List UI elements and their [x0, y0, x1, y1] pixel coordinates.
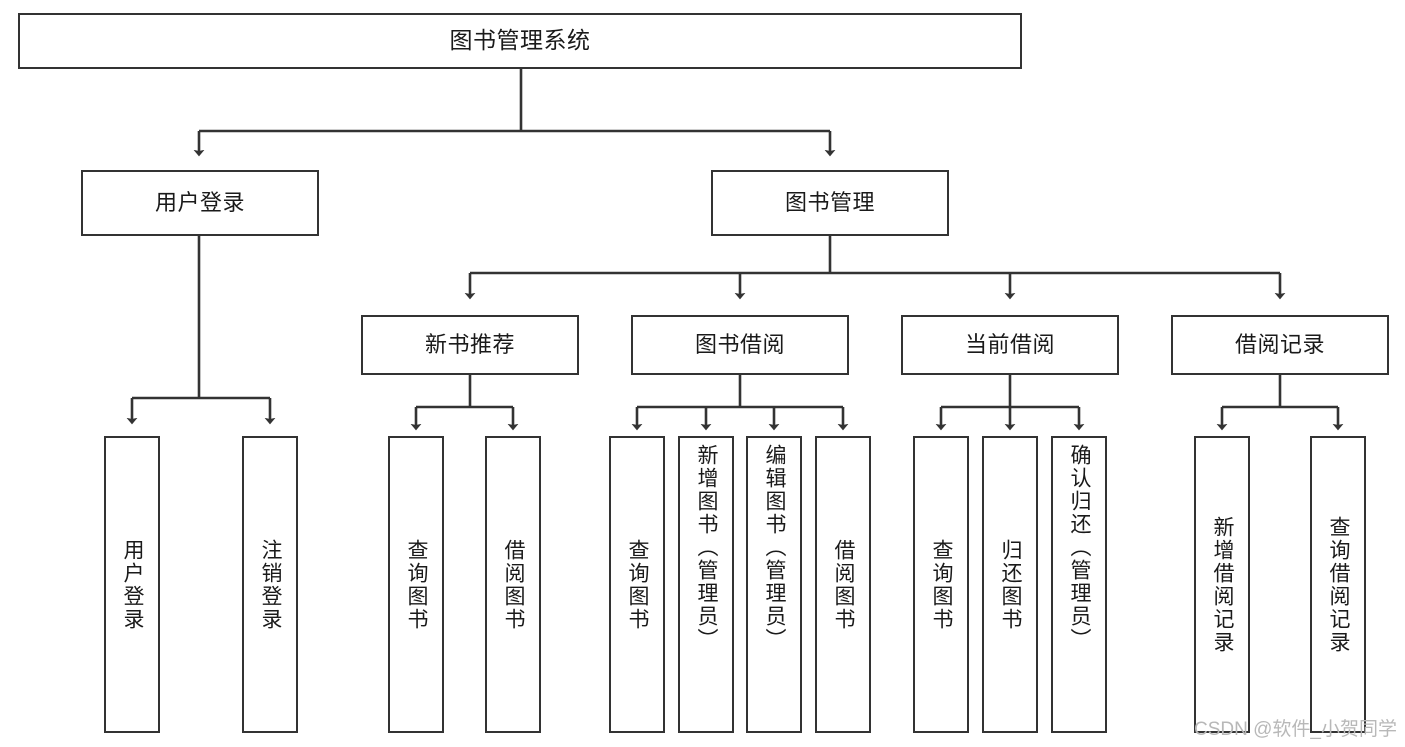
node-root-book-management-system[interactable]: 图书管理系统: [18, 13, 1022, 69]
node-label: 借阅记录: [1234, 332, 1325, 358]
node-label: 新书推荐: [424, 332, 515, 358]
leaf-borrow-record-add-record[interactable]: 新增借阅记录: [1194, 436, 1250, 733]
node-label: 借阅图书: [832, 538, 856, 631]
leaf-new-book-query-books[interactable]: 查询图书: [388, 436, 444, 733]
leaf-book-borrow-add-book-admin[interactable]: 新增图书（管理员）: [678, 436, 734, 733]
node-label: 当前借阅: [964, 332, 1055, 358]
leaf-user-login-login[interactable]: 用户登录: [104, 436, 160, 733]
node-label: 图书借阅: [694, 332, 785, 358]
node-label: 查询图书: [405, 538, 429, 631]
node-label: 注销登录: [259, 538, 283, 631]
leaf-current-borrow-query-books[interactable]: 查询图书: [913, 436, 969, 733]
node-label: 用户登录: [121, 538, 145, 631]
leaf-book-borrow-query-books[interactable]: 查询图书: [609, 436, 665, 733]
node-label: 归还图书: [999, 538, 1023, 631]
node-label: 查询图书: [626, 538, 650, 631]
node-label: 确认归还（管理员）: [1068, 444, 1092, 651]
leaf-borrow-record-query-record[interactable]: 查询借阅记录: [1310, 436, 1366, 733]
node-book-borrowing[interactable]: 图书借阅: [631, 315, 849, 375]
connectors: [126, 69, 1344, 431]
leaf-book-borrow-edit-book-admin[interactable]: 编辑图书（管理员）: [746, 436, 802, 733]
node-label: 编辑图书（管理员）: [763, 444, 787, 651]
leaf-user-login-logout[interactable]: 注销登录: [242, 436, 298, 733]
node-book-management[interactable]: 图书管理: [711, 170, 949, 236]
node-new-book-recommendation[interactable]: 新书推荐: [361, 315, 579, 375]
leaf-new-book-borrow-books[interactable]: 借阅图书: [485, 436, 541, 733]
node-label: 用户登录: [154, 190, 245, 216]
leaf-current-borrow-return-books[interactable]: 归还图书: [982, 436, 1038, 733]
node-label: 新增借阅记录: [1211, 515, 1235, 654]
node-label: 借阅图书: [502, 538, 526, 631]
leaf-book-borrow-borrow-books[interactable]: 借阅图书: [815, 436, 871, 733]
node-current-borrowing[interactable]: 当前借阅: [901, 315, 1119, 375]
leaf-current-borrow-confirm-return-admin[interactable]: 确认归还（管理员）: [1051, 436, 1107, 733]
node-label: 图书管理系统: [449, 27, 591, 54]
node-label: 图书管理: [784, 190, 875, 216]
node-label: 查询借阅记录: [1327, 515, 1351, 654]
node-label: 查询图书: [930, 538, 954, 631]
node-label: 新增图书（管理员）: [695, 444, 719, 651]
node-user-login[interactable]: 用户登录: [81, 170, 319, 236]
node-borrowing-records[interactable]: 借阅记录: [1171, 315, 1389, 375]
